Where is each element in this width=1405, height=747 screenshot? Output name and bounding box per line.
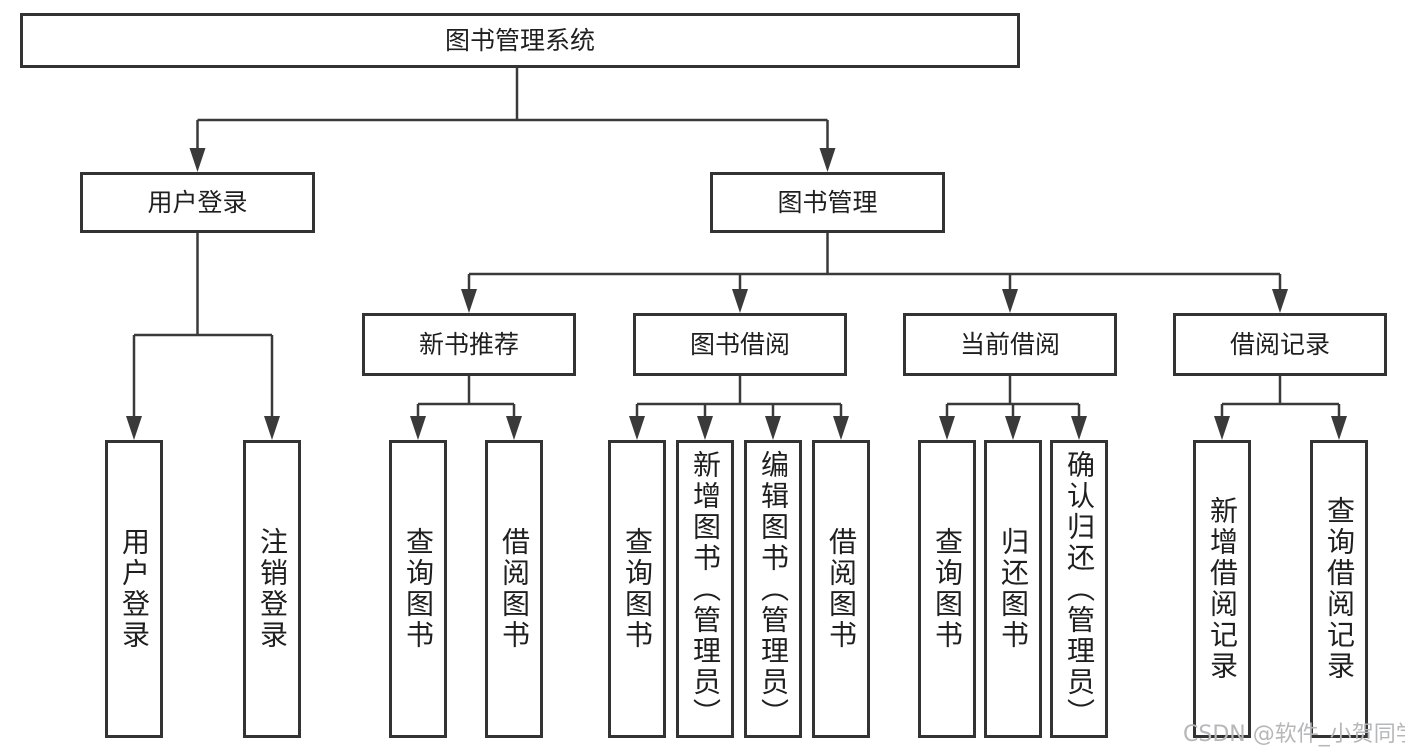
leaf-logout: 注销登录 [243, 440, 301, 738]
node-new-book-recommend-label: 新书推荐 [418, 330, 519, 359]
arrow-icon [819, 148, 836, 172]
node-current-borrow: 当前借阅 [903, 313, 1117, 376]
leaf-user-login: 用户登录 [105, 440, 163, 738]
node-book-borrow-label: 图书借阅 [689, 330, 790, 359]
node-book-borrow: 图书借阅 [633, 313, 847, 376]
leaf-add-book-admin: 新增图书（管理员） [676, 440, 734, 738]
leaf-confirm-return-admin: 确认归还（管理员） [1050, 440, 1108, 738]
arrow-icon [461, 289, 477, 313]
connector-book-management-branch [467, 233, 1282, 291]
node-current-borrow-label: 当前借阅 [959, 330, 1060, 359]
node-root-system: 图书管理系统 [20, 13, 1020, 68]
node-borrow-record: 借阅记录 [1173, 313, 1387, 376]
arrow-icon [126, 416, 142, 440]
connector-root-branch [196, 68, 829, 150]
leaf-borrow-book-recommend: 借阅图书 [485, 440, 543, 738]
arrow-icon [264, 416, 280, 440]
connector-new-book-branch [416, 376, 516, 418]
leaf-query-book-recommend-label: 查询图书 [402, 527, 435, 651]
node-user-login-label: 用户登录 [147, 188, 248, 217]
leaf-borrow-book-label: 借阅图书 [825, 527, 858, 651]
leaf-user-login-label: 用户登录 [118, 527, 151, 651]
arrow-icon [765, 416, 781, 440]
leaf-edit-book-admin-label: 编辑图书（管理员） [757, 449, 790, 729]
leaf-query-book-recommend: 查询图书 [389, 440, 447, 738]
node-user-login: 用户登录 [80, 172, 315, 233]
arrow-icon [732, 289, 748, 313]
arrow-icon [506, 416, 522, 440]
leaf-confirm-return-admin-label: 确认归还（管理员） [1063, 449, 1096, 729]
leaf-return-book-label: 归还图书 [997, 527, 1030, 651]
arrow-icon [1214, 416, 1230, 440]
arrow-icon [1272, 289, 1288, 313]
leaf-add-borrow-record-label: 新增借阅记录 [1206, 496, 1239, 682]
node-borrow-record-label: 借阅记录 [1229, 330, 1330, 359]
leaf-query-book-borrow: 查询图书 [608, 440, 666, 738]
leaf-edit-book-admin: 编辑图书（管理员） [744, 440, 802, 738]
arrow-icon [189, 148, 206, 172]
arrow-icon [1331, 416, 1347, 440]
connector-borrow-record-branch [1220, 376, 1341, 418]
connector-book-borrow-branch [635, 376, 843, 418]
leaf-borrow-book: 借阅图书 [812, 440, 870, 738]
leaf-query-borrow-record: 查询借阅记录 [1310, 440, 1368, 738]
node-book-management: 图书管理 [710, 172, 945, 233]
node-root-system-label: 图书管理系统 [444, 26, 595, 55]
arrow-icon [410, 416, 426, 440]
arrow-icon [833, 416, 849, 440]
leaf-query-book-current-label: 查询图书 [931, 527, 964, 651]
leaf-add-borrow-record: 新增借阅记录 [1193, 440, 1251, 738]
arrow-icon [1002, 289, 1018, 313]
leaf-return-book: 归还图书 [984, 440, 1042, 738]
arrow-icon [697, 416, 713, 440]
leaf-query-book-borrow-label: 查询图书 [621, 527, 654, 651]
node-new-book-recommend: 新书推荐 [362, 313, 576, 376]
leaf-query-borrow-record-label: 查询借阅记录 [1323, 496, 1356, 682]
connector-current-borrow-branch [945, 376, 1081, 418]
node-book-management-label: 图书管理 [777, 188, 878, 217]
leaf-logout-label: 注销登录 [256, 527, 289, 651]
arrow-icon [1005, 416, 1021, 440]
arrow-icon [1071, 416, 1087, 440]
connector-user-login-branch [132, 233, 274, 418]
arrow-icon [939, 416, 955, 440]
leaf-query-book-current: 查询图书 [918, 440, 976, 738]
leaf-add-book-admin-label: 新增图书（管理员） [689, 449, 722, 729]
arrow-icon [629, 416, 645, 440]
leaf-borrow-book-recommend-label: 借阅图书 [498, 527, 531, 651]
